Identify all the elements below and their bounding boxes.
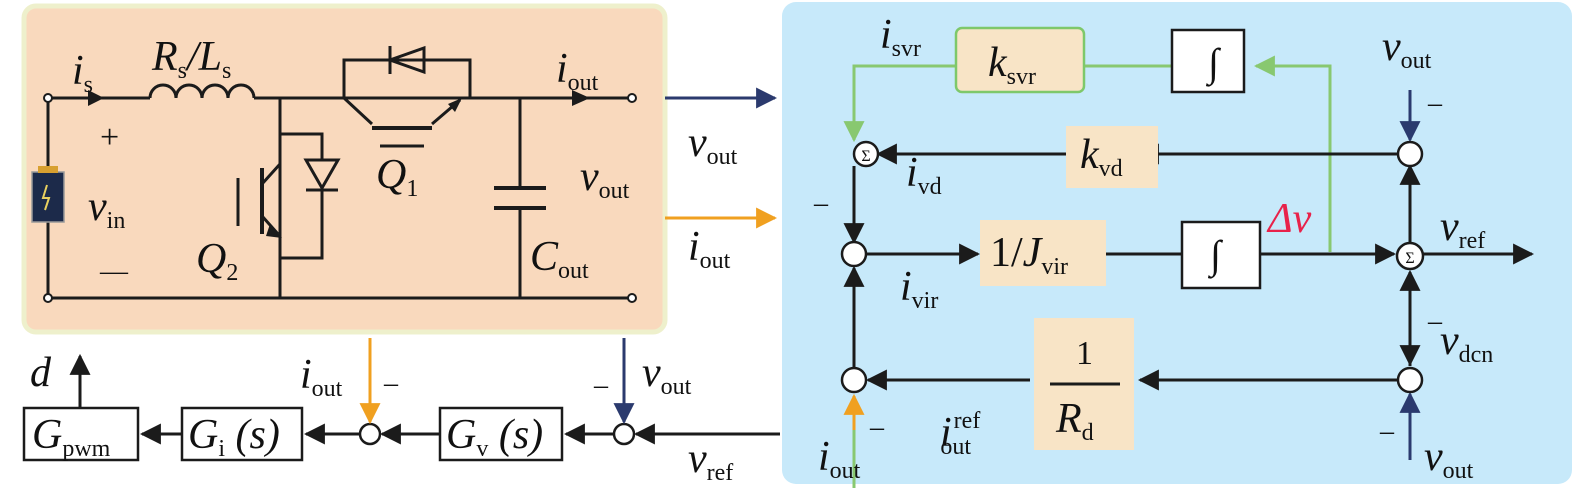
sum-junction-v	[612, 422, 636, 446]
label-vin: vin	[88, 184, 125, 234]
label-isvr: isvr	[880, 12, 921, 62]
label-jvir: 1/Jvir	[990, 230, 1068, 280]
ksvr-block	[954, 26, 1086, 94]
label-vout-feedback: vout	[642, 350, 692, 400]
circuit-panel: is Rs/Ls iout + vin — Q2 Q1 vout Cout	[21, 3, 668, 335]
label-ivd: ivd	[906, 150, 942, 200]
minus-sign: –	[1379, 416, 1395, 447]
label-iout-control: iout	[818, 434, 861, 484]
terminal	[43, 293, 53, 303]
integrator-block	[1180, 220, 1262, 290]
integral-symbol: ∫	[1207, 232, 1224, 279]
minus-sign: –	[1427, 306, 1443, 337]
gpwm-block	[22, 406, 140, 462]
sum-node-iref	[840, 366, 868, 394]
gv-block	[438, 406, 564, 462]
label-q1: Q1	[376, 152, 418, 202]
inductor-symbol	[148, 83, 256, 99]
minus-sign: –	[869, 412, 885, 443]
label-d: d	[30, 350, 52, 396]
sum-node-vref	[1395, 241, 1425, 271]
label-cout: Cout	[530, 234, 589, 284]
label-rs-ls: Rs/Ls	[151, 34, 231, 84]
q2-switch-icon	[236, 98, 341, 298]
gv-label: Gv (s)	[446, 412, 543, 462]
label-plus: +	[100, 119, 119, 156]
label-iout-circuit: iout	[556, 46, 599, 96]
label-kvd: kvd	[1080, 132, 1123, 182]
label-vout-top: vout	[1382, 24, 1432, 74]
label-delta-v: Δv	[1266, 196, 1312, 242]
battery-icon	[31, 166, 65, 223]
virtual-inertia-control-panel: Σ Σ isvr ksvr ∫ vout – kvd ivd – 1/Jvir …	[782, 2, 1572, 488]
sigma-symbol: Σ	[1405, 250, 1414, 267]
panel-links: vout iout	[665, 87, 778, 274]
gi-label: Gi (s)	[188, 412, 280, 462]
integral-symbol: ∫	[1205, 40, 1222, 87]
sum-node-kvd	[852, 140, 880, 168]
gpwm-label: Gpwm	[32, 412, 111, 462]
label-iout-feedback: iout	[300, 352, 343, 402]
label-vout-bottom: vout	[1424, 434, 1474, 484]
minus-sign: –	[1427, 88, 1443, 119]
terminal	[627, 93, 637, 103]
sum-node-vir	[840, 240, 868, 268]
integrator-svr-block	[1170, 28, 1246, 94]
circuit-panel-background	[21, 3, 668, 335]
terminal	[627, 293, 637, 303]
label-q2: Q2	[196, 236, 238, 286]
label-minus: —	[99, 256, 129, 287]
label-ksvr: ksvr	[988, 40, 1036, 90]
label-vref-output: vref	[1440, 204, 1485, 254]
gi-block	[180, 406, 304, 462]
minus-sign: –	[383, 368, 399, 399]
capacitor-symbol	[494, 98, 546, 298]
label-vout-circuit: vout	[580, 154, 630, 204]
control-panel-background	[782, 2, 1572, 484]
terminal	[43, 93, 53, 103]
sum-node-vout	[1396, 140, 1424, 168]
minus-sign: –	[593, 370, 609, 401]
label-rd-num: 1	[1076, 335, 1093, 372]
label-vref-input: vref	[688, 436, 733, 486]
minus-sign: –	[813, 188, 829, 219]
kvd-label-bg	[1066, 126, 1158, 188]
jvir-label-bg	[980, 220, 1106, 286]
q1-switch-icon	[342, 45, 472, 148]
label-is: is	[72, 48, 93, 98]
sum-node-vdcn	[1396, 366, 1424, 394]
label-rd: Rd	[1055, 396, 1094, 446]
label-vdcn: vdcn	[1440, 318, 1493, 368]
link-label-iout: iout	[688, 224, 731, 274]
sigma-symbol: Σ	[861, 148, 870, 165]
link-label-vout: vout	[688, 120, 738, 170]
sum-junction-i	[358, 422, 382, 446]
bottom-control-loop: Gpwm Gi (s) Gv (s) d iout – vout – vref	[22, 338, 780, 486]
label-ivir: ivir	[900, 264, 938, 314]
